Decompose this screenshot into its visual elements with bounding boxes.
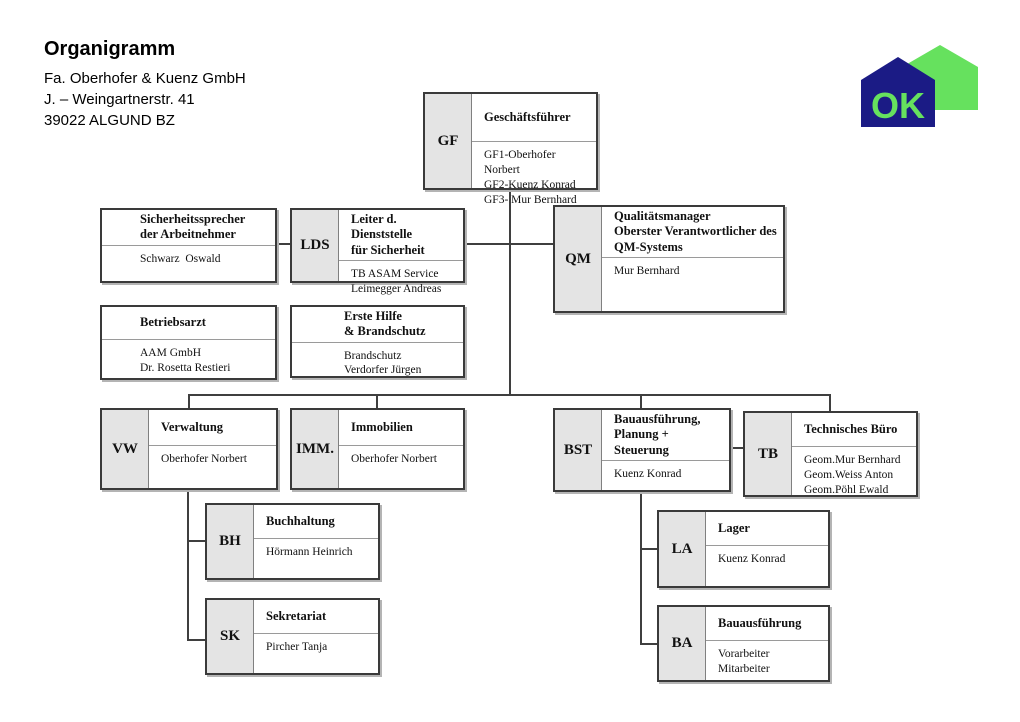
connector-drop-bst [640,395,642,408]
org-box-betriebsarzt: Betriebsarzt AAM GmbH Dr. Rosetta Restie… [100,305,277,380]
box-body-vw: Oberhofer Norbert [161,452,247,465]
box-abbrev-bh: BH [207,505,254,578]
org-box-qm: QM Qualitätsmanager Oberster Verantwortl… [553,205,785,313]
connector-branch-ba [641,643,657,645]
logo-ok-text: OK [871,85,925,126]
box-abbrev-la: LA [659,512,706,586]
box-body-ba: Vorarbeiter Mitarbeiter [718,647,770,675]
box-title-bst: Bauausführung, Planung + Steuerung [602,410,729,461]
box-body-bst: Kuenz Konrad [614,467,682,480]
connector-branch-bh [188,540,205,542]
box-title-gf: Geschäftsführer [472,94,596,142]
connector-branch-sk [188,639,205,641]
connector-drop-imm [376,395,378,408]
box-body-sicherheitssprecher: Schwarz Oswald [140,252,221,265]
org-box-tb: TB Technisches Büro Geom.Mur Bernhard Ge… [743,411,918,497]
connector-bst-tb [731,447,743,449]
box-abbrev-sk: SK [207,600,254,673]
connector-drop-vw [188,395,190,408]
document-header: Organigramm Fa. Oberhofer & Kuenz GmbH J… [44,38,246,131]
org-box-erste-hilfe: Erste Hilfe & Brandschutz Brandschutz Ve… [290,305,465,378]
company-name: Fa. Oberhofer & Kuenz GmbH [44,70,246,87]
org-box-gf: GF Geschäftsführer GF1-Oberhofer Norbert… [423,92,598,206]
connector-bst-down [640,492,642,645]
box-body-sk: Pircher Tanja [266,640,328,653]
org-box-bh: BH Buchhaltung Hörmann Heinrich [205,503,380,580]
box-body-imm: Oberhofer Norbert [351,452,437,465]
box-abbrev-tb: TB [745,413,792,495]
connector-branch-la [641,548,657,550]
box-title-sk: Sekretariat [254,600,378,634]
box-body-betriebsarzt: AAM GmbH Dr. Rosetta Restieri [140,346,231,374]
connector-lds-qm [465,243,553,245]
box-body-qm: Mur Bernhard [614,264,680,277]
box-abbrev-lds: LDS [292,210,339,281]
org-box-sk: SK Sekretariat Pircher Tanja [205,598,380,675]
box-abbrev-vw: VW [102,410,149,488]
box-title-imm: Immobilien [339,410,463,446]
connector-gf-down [509,190,511,395]
box-title-sicherheitssprecher: Sicherheitssprecher der Arbeitnehmer [102,210,275,246]
org-box-imm: IMM. Immobilien Oberhofer Norbert [290,408,465,490]
box-body-erste-hilfe: Brandschutz Verdorfer Jürgen [344,349,422,377]
org-box-la: LA Lager Kuenz Konrad [657,510,830,588]
connector-distribution [188,394,831,396]
connector-vw-down [187,490,189,641]
company-city: 39022 ALGUND BZ [44,112,175,129]
page-title: Organigramm [44,38,176,60]
box-title-vw: Verwaltung [149,410,276,446]
box-body-lds: TB ASAM Service Leimegger Andreas [351,267,442,295]
org-box-sicherheitssprecher: Sicherheitssprecher der Arbeitnehmer Sch… [100,208,277,283]
logo-navy-house-icon [861,57,935,127]
connector-drop-tb [829,395,831,412]
box-body-bh: Hörmann Heinrich [266,545,353,558]
box-title-la: Lager [706,512,828,547]
box-body-tb: Geom.Mur Bernhard Geom.Weiss Anton Geom.… [804,454,901,497]
box-title-betriebsarzt: Betriebsarzt [102,307,275,340]
box-title-bh: Buchhaltung [254,505,378,539]
box-title-lds: Leiter d. Dienststelle für Sicherheit [339,210,463,261]
org-box-vw: VW Verwaltung Oberhofer Norbert [100,408,278,490]
box-title-tb: Technisches Büro [792,413,916,448]
connector-sicherheitssprecher-lds [277,243,290,245]
box-abbrev-bst: BST [555,410,602,490]
box-abbrev-ba: BA [659,607,706,680]
box-body-la: Kuenz Konrad [718,553,786,566]
org-box-bst: BST Bauausführung, Planung + Steuerung K… [553,408,731,492]
box-body-gf: GF1-Oberhofer Norbert GF2-Kuenz Konrad G… [484,148,577,206]
box-title-ba: Bauausführung [706,607,828,641]
box-abbrev-qm: QM [555,207,602,311]
box-abbrev-gf: GF [425,94,472,188]
org-box-ba: BA Bauausführung Vorarbeiter Mitarbeiter [657,605,830,682]
company-logo-icon: OK [861,45,978,127]
box-title-erste-hilfe: Erste Hilfe & Brandschutz [292,307,463,343]
box-abbrev-imm: IMM. [292,410,339,488]
org-box-lds: LDS Leiter d. Dienststelle für Sicherhei… [290,208,465,295]
box-title-qm: Qualitätsmanager Oberster Verantwortlich… [602,207,783,258]
company-street: J. – Weingartnerstr. 41 [44,91,195,108]
